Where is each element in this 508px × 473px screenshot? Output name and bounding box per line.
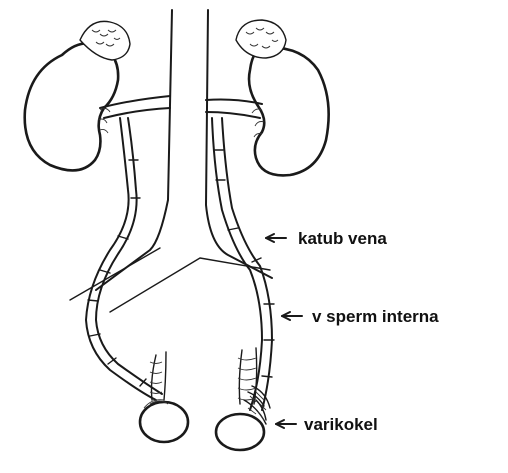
varicocele-pointer-arrow xyxy=(276,420,296,428)
label-varikokel: varikokel xyxy=(304,415,378,434)
spermatic-vein-pointer-arrow xyxy=(282,312,302,320)
label-v-sperm-interna: v sperm interna xyxy=(312,307,439,326)
left-testis xyxy=(140,352,188,442)
right-kidney xyxy=(236,20,329,175)
left-kidney xyxy=(25,21,130,170)
valve-pointer-arrow xyxy=(266,234,286,242)
right-renal-vein xyxy=(206,100,262,119)
left-spermatic-vein xyxy=(86,118,162,400)
label-katub-vena: katub vena xyxy=(298,229,387,248)
right-testis xyxy=(216,348,264,450)
